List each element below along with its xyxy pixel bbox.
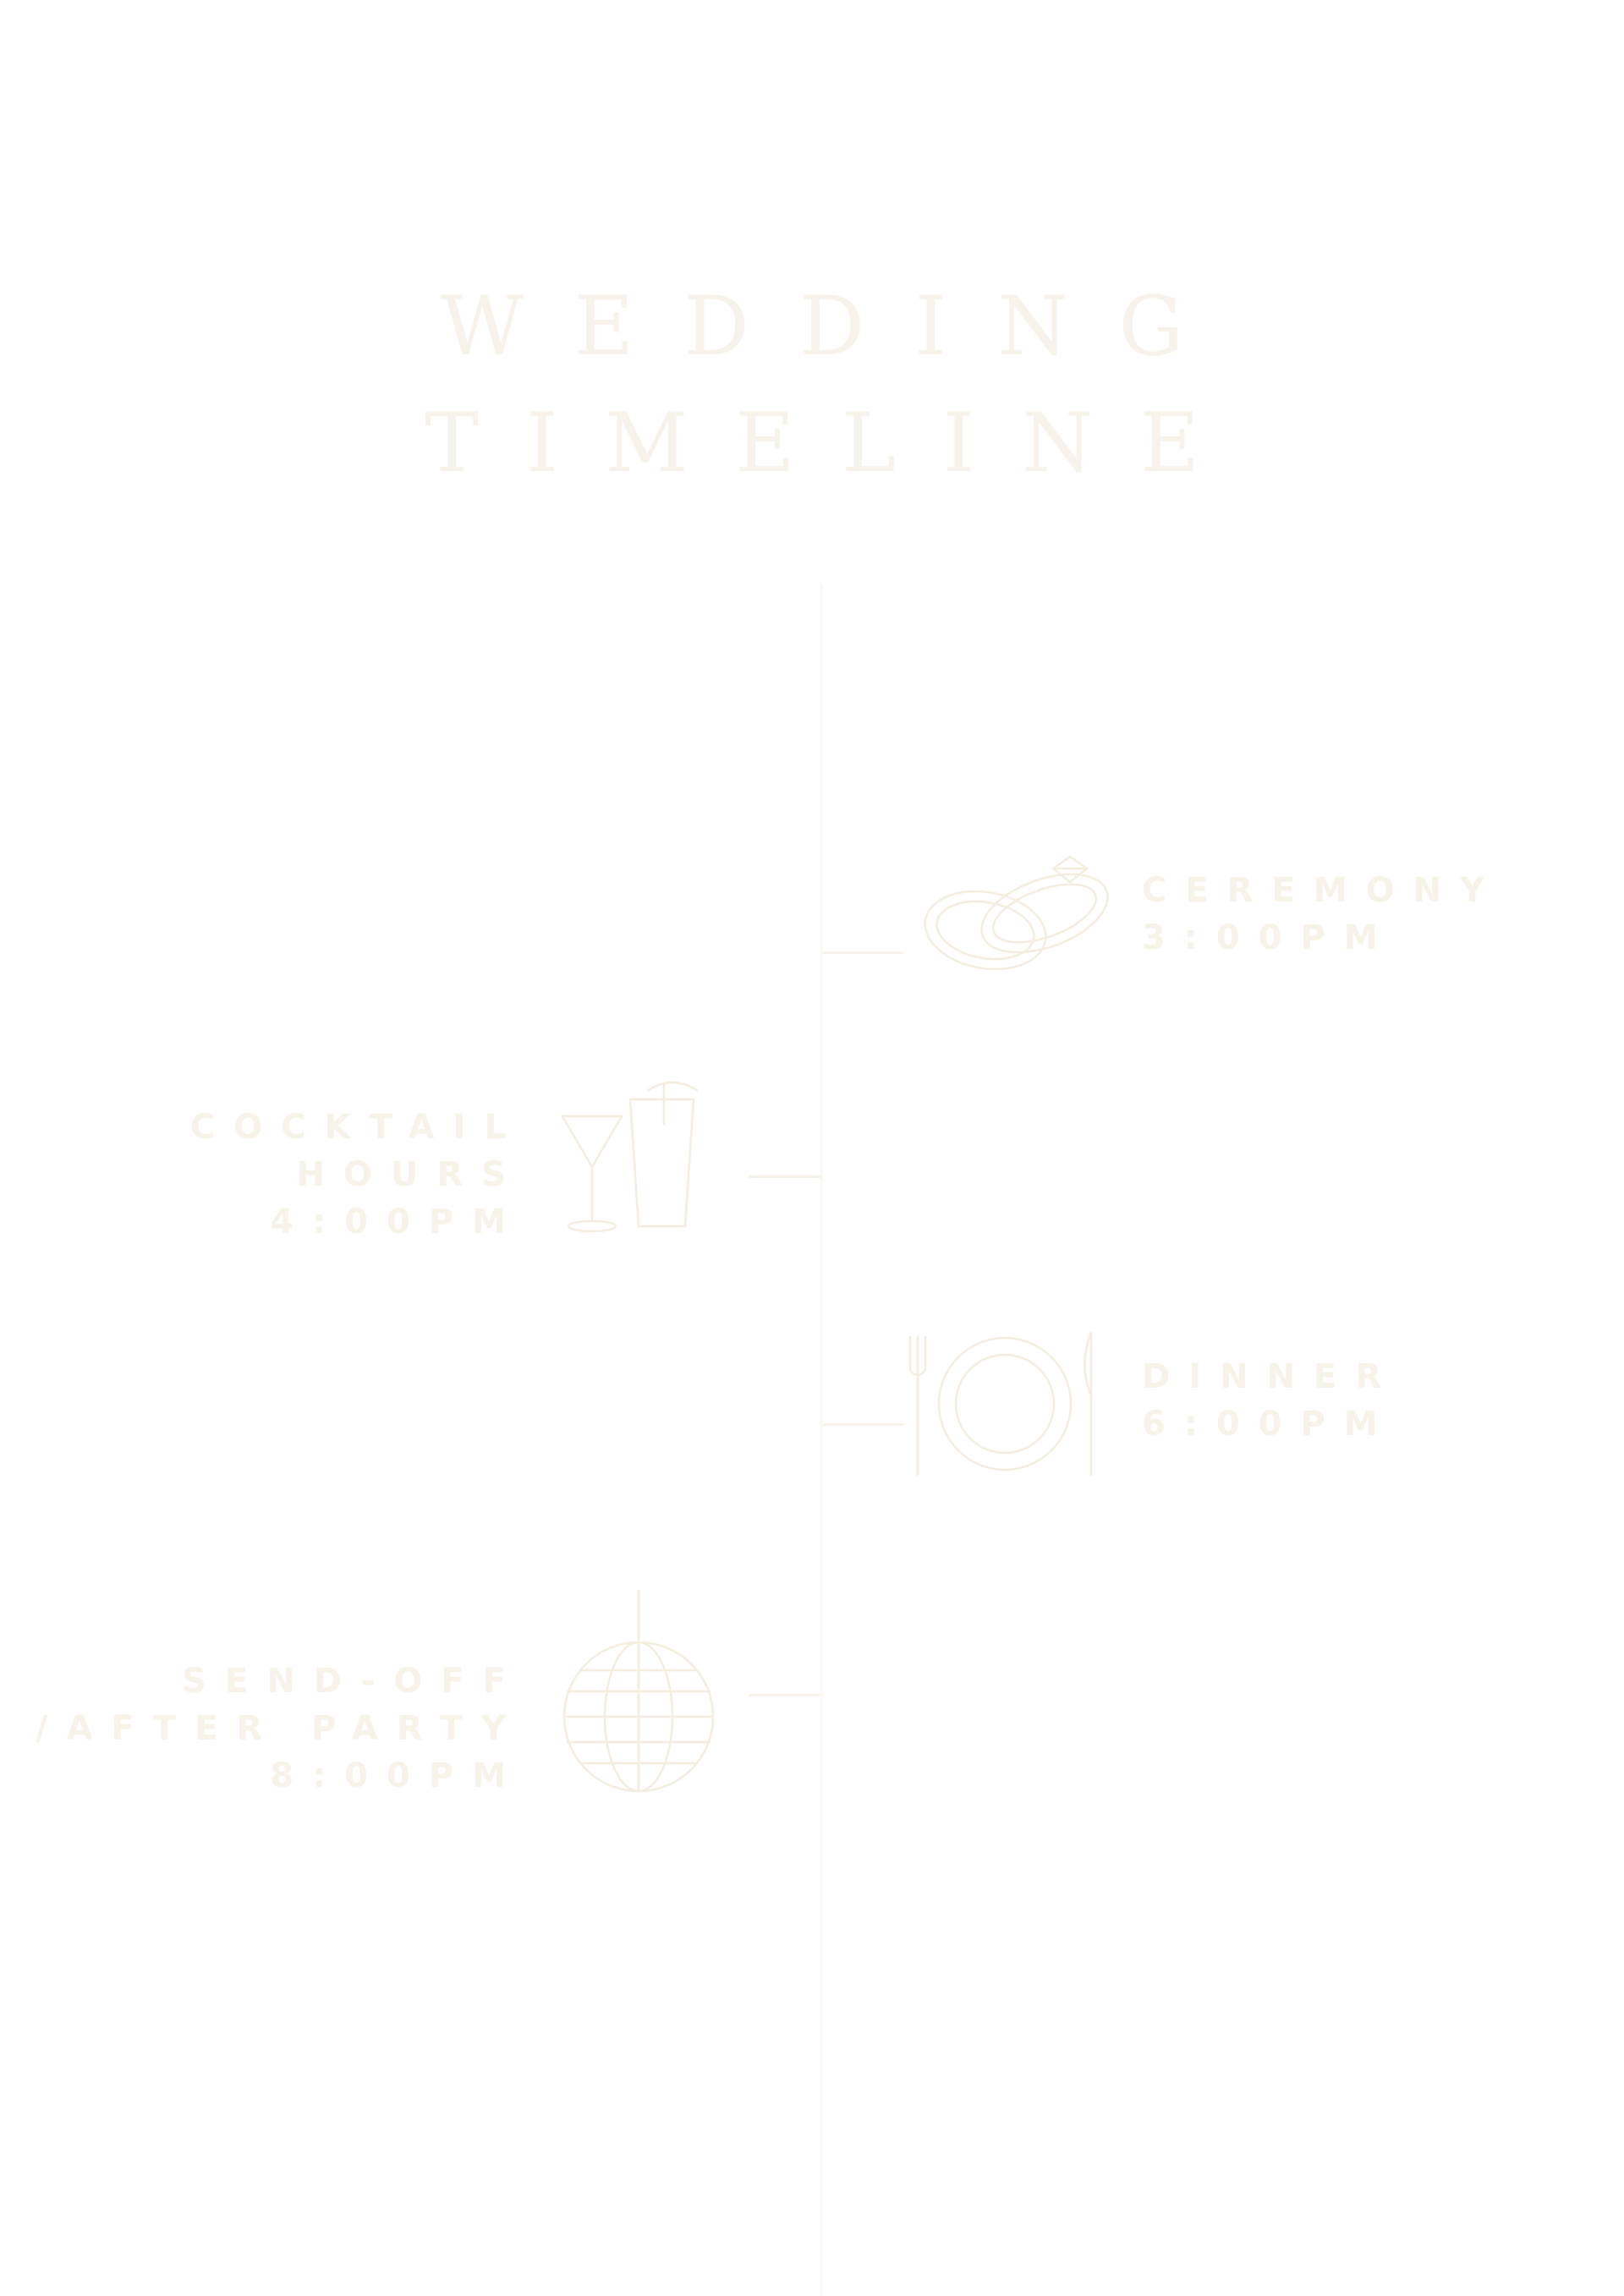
plate-cutlery-icon [905,1319,1104,1488]
event-cocktail: COCKTAIL HOURS 4:00PM [190,1104,524,1246]
event-send-off-time: 8:00PM [270,1756,524,1795]
event-dinner-time: 6:00PM [1142,1405,1396,1444]
event-send-off: SEND-OFF /AFTER PARTY 8:00PM [36,1658,524,1800]
event-dinner: DINNER 6:00PM [1142,1353,1400,1448]
event-cocktail-name-2: HOURS [296,1155,524,1194]
disco-ball-icon [558,1590,719,1797]
timeline-tick-cocktail [749,1175,820,1178]
timeline-tick-send-off [749,1694,820,1696]
event-ceremony: CEREMONY 3:00PM [1142,867,1503,962]
event-send-off-name-2: /AFTER PARTY [35,1709,524,1748]
timeline-tick-dinner [823,1423,903,1426]
event-send-off-name-1: SEND-OFF [182,1662,524,1701]
timeline-spine [820,584,823,2296]
event-ceremony-time: 3:00PM [1142,918,1396,957]
title-wedding: WEDDING [440,279,1234,374]
event-dinner-name: DINNER [1142,1357,1401,1396]
event-cocktail-time: 4:00PM [270,1203,524,1241]
event-ceremony-name: CEREMONY [1142,871,1504,910]
timeline-tick-ceremony [823,951,903,954]
title-timeline: TIMELINE [425,396,1247,490]
cocktail-icon [546,1074,715,1243]
event-cocktail-name-1: COCKTAIL [189,1108,524,1147]
rings-icon [918,850,1121,981]
